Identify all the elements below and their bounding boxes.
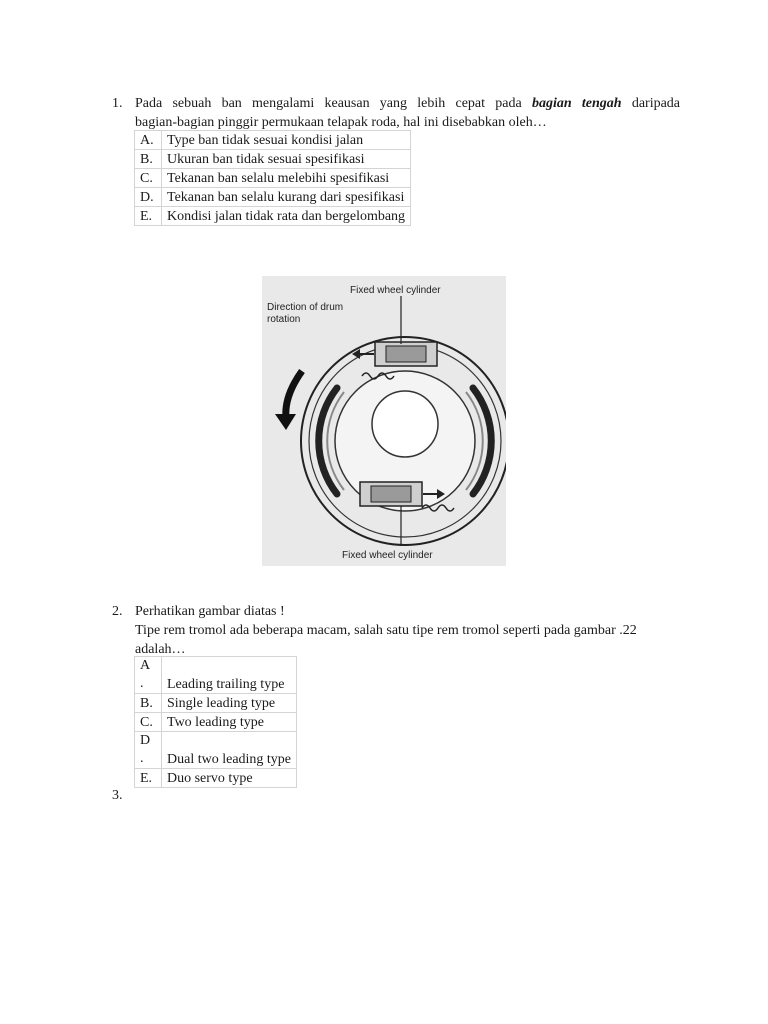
return-spring-top (361, 372, 395, 380)
question-line: bagian-bagian pinggir permukaan telapak … (135, 115, 547, 130)
option-text: Duo servo type (160, 768, 298, 788)
label-direction-line1: Direction of drum (267, 302, 343, 313)
question-line: Pada sebuah ban mengalami keausan yang l… (135, 94, 680, 113)
option-text: Dual two leading type (160, 731, 298, 769)
option-text: Type ban tidak sesuai kondisi jalan (160, 130, 412, 150)
label-direction-line2: rotation (267, 314, 300, 325)
options-table-q1: A.Type ban tidak sesuai kondisi jalan B.… (134, 130, 412, 226)
option-letter: D. (134, 731, 162, 769)
option-text: Two leading type (160, 712, 298, 732)
option-row[interactable]: E.Duo servo type (134, 768, 298, 788)
rotation-arrow-shaft (282, 368, 305, 419)
option-letter: D. (134, 187, 162, 207)
drum-outer-ring (300, 336, 506, 546)
option-text: Single leading type (160, 693, 298, 713)
arrow-head-bottom (437, 489, 445, 499)
question-number: 2. (112, 604, 123, 619)
option-text: Tekanan ban selalu melebihi spesifikasi (160, 168, 412, 188)
question-text: Pada sebuah ban mengalami keausan yang l… (135, 94, 680, 132)
option-text: Kondisi jalan tidak rata dan bergelomban… (160, 206, 412, 226)
option-row[interactable]: E.Kondisi jalan tidak rata dan bergelomb… (134, 206, 412, 226)
options-table-q2: A. Leading trailing type B.Single leadin… (134, 656, 298, 788)
option-letter: E. (134, 768, 162, 788)
option-row[interactable]: B.Single leading type (134, 693, 298, 713)
question-text-part: daripada (631, 96, 681, 111)
cylinder-piston-top (385, 345, 427, 363)
brake-shoe-left (315, 384, 341, 498)
option-row[interactable]: D. Dual two leading type (134, 731, 298, 769)
question-text-part: Pada sebuah ban mengalami keausan yang l… (135, 96, 522, 111)
shoe-lining-right (465, 391, 484, 491)
return-spring-bottom (421, 504, 455, 512)
option-letter: A. (134, 656, 162, 694)
rotation-arrow-head (275, 414, 296, 430)
option-row[interactable]: C.Two leading type (134, 712, 298, 732)
option-letter: B. (134, 693, 162, 713)
question-line: adalah… (135, 642, 186, 657)
option-row[interactable]: C.Tekanan ban selalu melebihi spesifikas… (134, 168, 412, 188)
option-letter: C. (134, 712, 162, 732)
option-text: Leading trailing type (160, 656, 298, 694)
arrow-head-top (352, 349, 360, 359)
cylinder-piston-bottom (370, 485, 412, 503)
option-text: Ukuran ban tidak sesuai spesifikasi (160, 149, 412, 169)
question-3-number: 3. (112, 788, 123, 803)
option-letter: B. (134, 149, 162, 169)
option-letter: A. (134, 130, 162, 150)
shoe-lining-left (326, 391, 345, 491)
label-fixed-wheel-cylinder-top: Fixed wheel cylinder (350, 285, 441, 296)
question-line: Tipe rem tromol ada beberapa macam, sala… (135, 623, 637, 638)
hub-opening (371, 390, 439, 458)
brake-shoe-right (469, 384, 495, 498)
emphasis-text: bagian tengah (531, 96, 622, 111)
option-letter: E. (134, 206, 162, 226)
label-fixed-wheel-cylinder-bottom: Fixed wheel cylinder (342, 550, 433, 561)
question-text: Perhatikan gambar diatas ! Tipe rem trom… (135, 602, 695, 659)
option-row[interactable]: B.Ukuran ban tidak sesuai spesifikasi (134, 149, 412, 169)
option-row[interactable]: A. Leading trailing type (134, 656, 298, 694)
option-row[interactable]: D.Tekanan ban selalu kurang dari spesifi… (134, 187, 412, 207)
drum-brake-diagram: Fixed wheel cylinder Direction of drum r… (267, 285, 506, 561)
option-row[interactable]: A.Type ban tidak sesuai kondisi jalan (134, 130, 412, 150)
question-number: 1. (112, 96, 123, 111)
option-text: Tekanan ban selalu kurang dari spesifika… (160, 187, 412, 207)
question-line: Perhatikan gambar diatas ! (135, 604, 285, 619)
option-letter: C. (134, 168, 162, 188)
drum-brake-figure: Fixed wheel cylinder Direction of drum r… (262, 276, 506, 566)
